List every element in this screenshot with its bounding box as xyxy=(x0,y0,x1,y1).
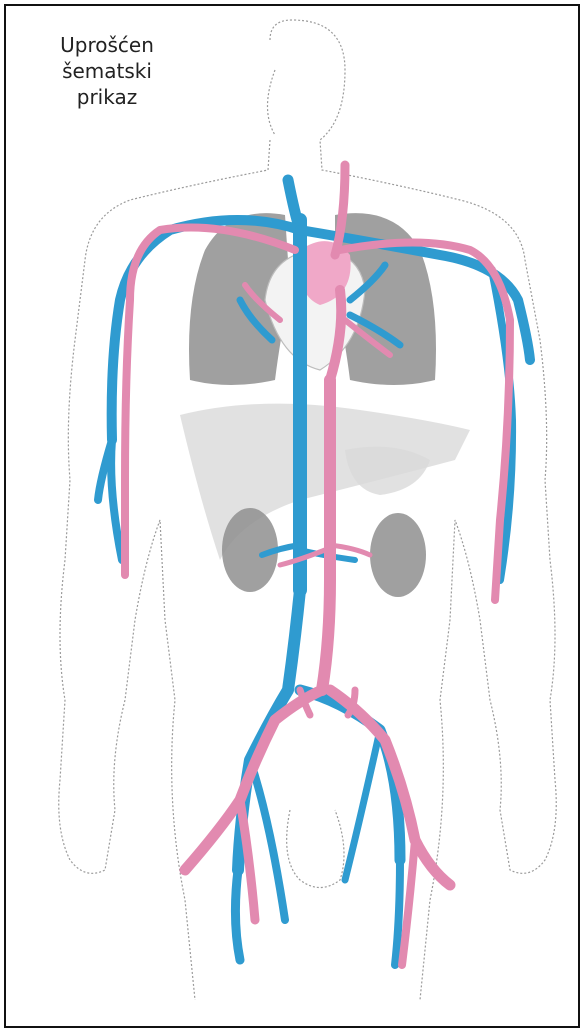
body-outline xyxy=(59,20,557,1000)
right-kidney xyxy=(370,513,426,597)
stomach xyxy=(345,447,430,495)
